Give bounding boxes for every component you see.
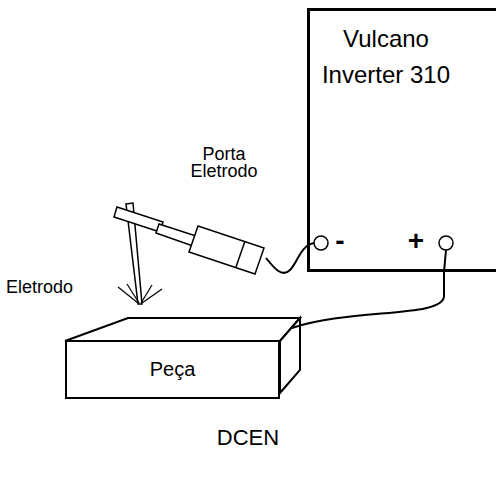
negative-terminal <box>314 236 328 250</box>
arc-line <box>118 287 138 303</box>
terminal-sign: + <box>405 225 427 257</box>
part-label: Eletrodo <box>6 276 102 298</box>
arc-marks <box>118 284 162 303</box>
work-cable <box>292 272 444 328</box>
workpiece-box: Peça <box>65 340 280 399</box>
holder-handle <box>189 226 264 274</box>
workpiece-side <box>280 318 300 393</box>
holder-neck <box>156 224 196 246</box>
arc-line <box>127 284 139 303</box>
positive-cable-inner <box>444 250 446 272</box>
holder-head <box>114 207 163 232</box>
node-text: Vulcano Inverter 310 <box>310 21 462 93</box>
terminal-sign: - <box>331 225 349 257</box>
arc-line <box>142 289 162 303</box>
part-label: Porta Eletrodo <box>182 146 266 180</box>
workpiece-top <box>65 318 300 341</box>
diagram-caption: DCEN <box>0 424 496 452</box>
node-text: Peça <box>67 342 278 397</box>
handle-ring <box>236 241 245 267</box>
positive-terminal <box>439 236 453 250</box>
